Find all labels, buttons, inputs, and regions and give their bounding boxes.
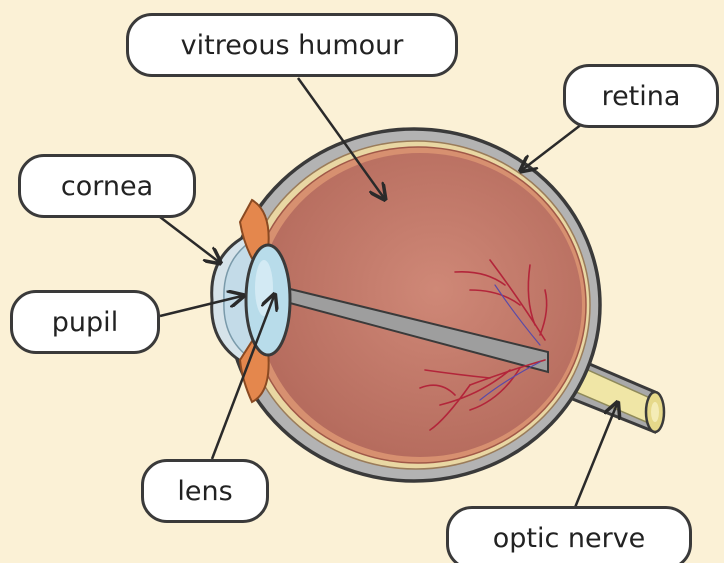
label-vitreous-humour-text: vitreous humour (181, 30, 404, 61)
label-lens: lens (141, 459, 269, 523)
label-pupil-text: pupil (52, 307, 118, 338)
label-optic-nerve-text: optic nerve (493, 523, 646, 554)
label-vitreous-humour: vitreous humour (126, 13, 458, 77)
label-retina-text: retina (602, 81, 681, 112)
label-cornea: cornea (18, 154, 196, 218)
pointer-optic-nerve (574, 404, 617, 510)
label-pupil: pupil (10, 290, 160, 354)
label-lens-text: lens (177, 476, 232, 507)
label-cornea-text: cornea (61, 171, 153, 202)
pointer-retina (522, 124, 582, 170)
label-optic-nerve: optic nerve (446, 506, 692, 563)
label-retina: retina (563, 64, 719, 128)
pointer-cornea (160, 217, 219, 262)
